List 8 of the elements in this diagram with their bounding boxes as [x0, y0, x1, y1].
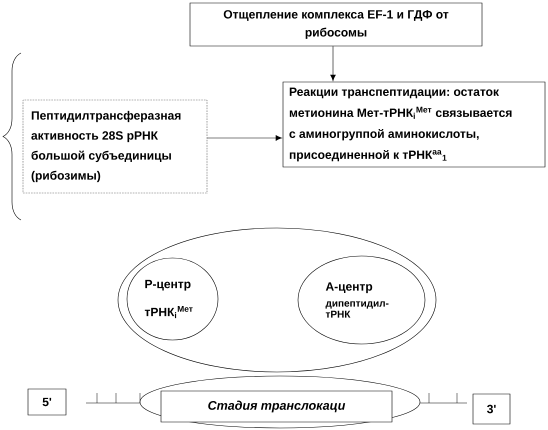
arrow: [330, 46, 336, 81]
process-box: Пептидилтрансферазная активность 28S рРНК большой субъединицы (рибозимы): [22, 100, 208, 194]
stage-box: Стадия транслокаци: [160, 390, 392, 422]
process-box: Реакции транспептидации: остаток метионина Мет-тРНК$_{i}$$^{Мет}$ связывается с аминогруппой аминокислоты, присоединенной к тРНК$^{аа}$1: [282, 82, 546, 168]
end-label-box: 5': [28, 388, 66, 416]
process-box: Отщепление комплекса EF-1 и ГДФ от рибосомы: [190, 2, 482, 46]
end-label-box: 3': [472, 394, 510, 424]
arrow: [207, 135, 282, 141]
